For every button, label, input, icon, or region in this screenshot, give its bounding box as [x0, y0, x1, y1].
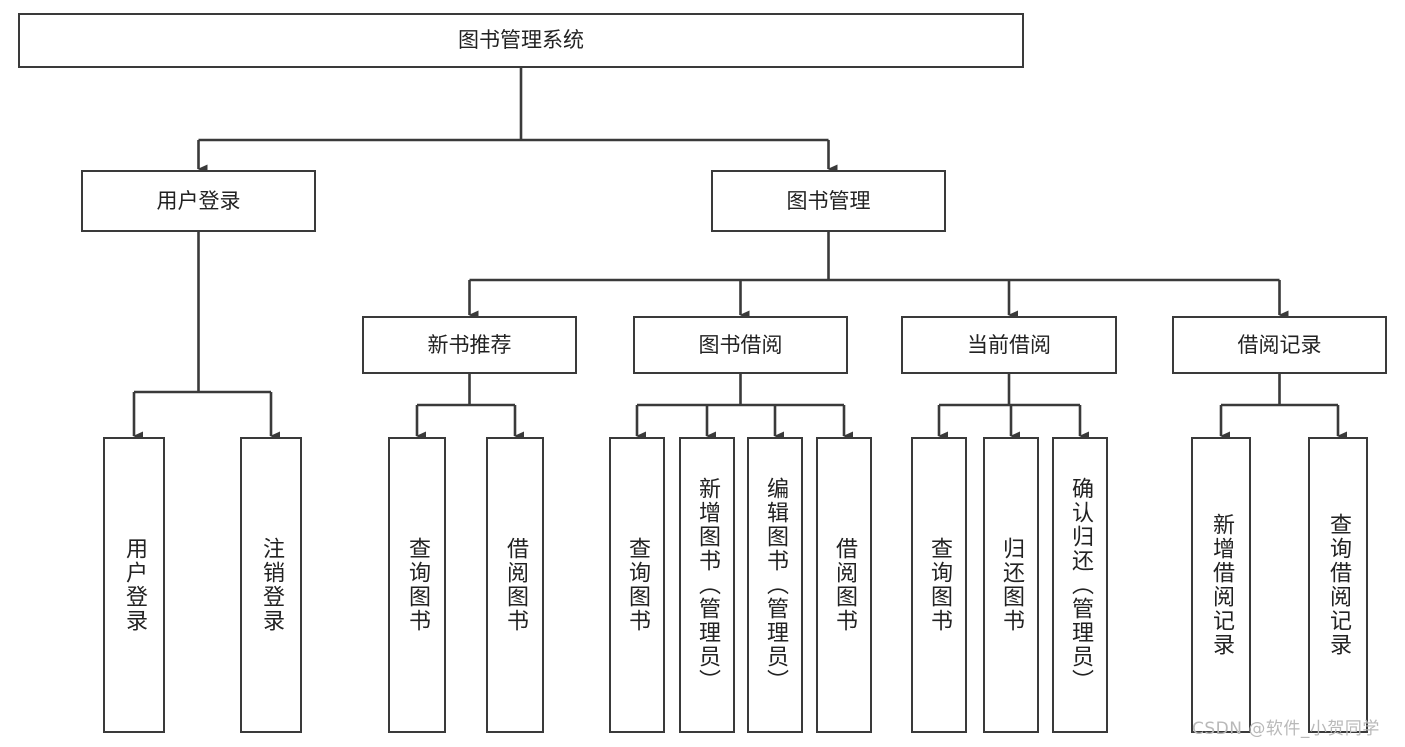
node-book-manage[interactable]: 图书管理: [711, 170, 946, 232]
node-current-borrow[interactable]: 当前借阅: [901, 316, 1117, 374]
node-label-borrow-record: 借阅记录: [1237, 332, 1322, 357]
node-leaf-edit-book[interactable]: 编辑图书（管理员）: [747, 437, 803, 733]
node-label-leaf-borrow-book-1: 借阅图书: [503, 537, 528, 633]
node-leaf-query-book-2[interactable]: 查询图书: [609, 437, 665, 733]
node-leaf-return-book[interactable]: 归还图书: [983, 437, 1039, 733]
node-leaf-query-record[interactable]: 查询借阅记录: [1308, 437, 1368, 733]
node-leaf-user-logout[interactable]: 注销登录: [240, 437, 302, 733]
node-label-leaf-add-book: 新增图书（管理员）: [695, 477, 720, 693]
node-label-leaf-query-book-2: 查询图书: [625, 537, 650, 633]
node-label-leaf-return-book: 归还图书: [999, 537, 1024, 633]
node-label-leaf-user-logout: 注销登录: [259, 537, 284, 633]
node-book-borrow[interactable]: 图书借阅: [633, 316, 848, 374]
node-label-leaf-confirm-return: 确认归还（管理员）: [1068, 477, 1093, 693]
watermark-csdn: CSDN @软件_小贺同学: [1192, 719, 1380, 739]
node-borrow-record[interactable]: 借阅记录: [1172, 316, 1387, 374]
node-label-leaf-query-record: 查询借阅记录: [1326, 513, 1351, 657]
node-label-leaf-edit-book: 编辑图书（管理员）: [763, 477, 788, 693]
node-label-user-login: 用户登录: [156, 188, 241, 213]
node-leaf-query-book-3[interactable]: 查询图书: [911, 437, 967, 733]
node-leaf-borrow-book-1[interactable]: 借阅图书: [486, 437, 544, 733]
node-leaf-user-login[interactable]: 用户登录: [103, 437, 165, 733]
edge-group: [132, 68, 1347, 441]
node-label-leaf-user-login: 用户登录: [122, 537, 147, 633]
node-leaf-add-book[interactable]: 新增图书（管理员）: [679, 437, 735, 733]
node-root[interactable]: 图书管理系统: [18, 13, 1024, 68]
node-leaf-confirm-return[interactable]: 确认归还（管理员）: [1052, 437, 1108, 733]
node-leaf-borrow-book-2[interactable]: 借阅图书: [816, 437, 872, 733]
node-user-login[interactable]: 用户登录: [81, 170, 316, 232]
node-leaf-add-record[interactable]: 新增借阅记录: [1191, 437, 1251, 733]
node-leaf-query-book-1[interactable]: 查询图书: [388, 437, 446, 733]
node-label-leaf-borrow-book-2: 借阅图书: [832, 537, 857, 633]
node-label-leaf-add-record: 新增借阅记录: [1209, 513, 1234, 657]
node-label-root: 图书管理系统: [458, 28, 584, 53]
node-label-leaf-query-book-3: 查询图书: [927, 537, 952, 633]
node-label-new-book-rec: 新书推荐: [427, 332, 512, 357]
node-label-current-borrow: 当前借阅: [967, 332, 1051, 357]
node-label-book-borrow: 图书借阅: [698, 332, 783, 357]
node-label-book-manage: 图书管理: [786, 188, 871, 213]
node-label-leaf-query-book-1: 查询图书: [405, 537, 430, 633]
node-new-book-rec[interactable]: 新书推荐: [362, 316, 577, 374]
